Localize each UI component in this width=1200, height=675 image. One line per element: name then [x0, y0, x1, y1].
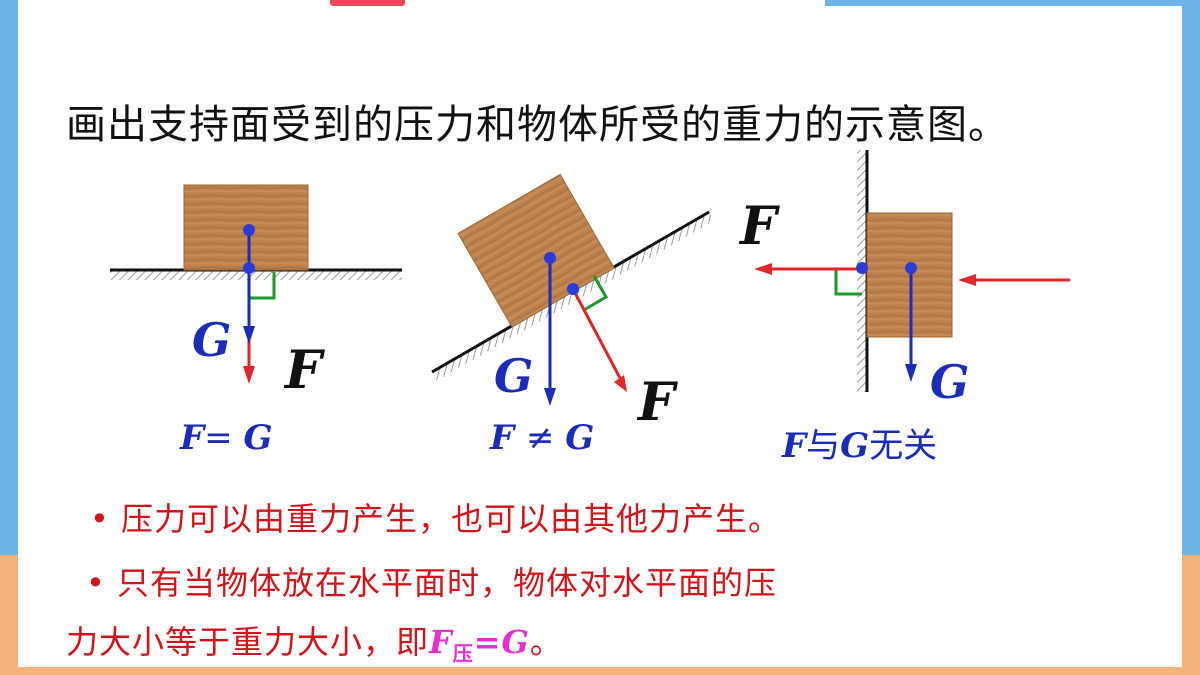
right-border: [1182, 0, 1200, 675]
right-angle-mark: [249, 272, 276, 300]
right-angle-mark-incline: [583, 275, 609, 312]
center-of-gravity-dot: [243, 224, 255, 236]
relation-wall: F与G无关: [782, 426, 938, 466]
pressure-arrow-head: [243, 366, 255, 384]
gravity-arrow-head-wall: [905, 364, 917, 382]
label-f-1: F: [283, 340, 325, 401]
center-dot-wall: [905, 262, 917, 274]
gravity-arrow-head-incline: [544, 388, 556, 406]
ground-hatch: [110, 270, 402, 280]
bullet-2: • 只有当物体放在水平面时，物体对水平面的压: [86, 564, 778, 602]
top-accent-red: [330, 0, 405, 6]
incline-hatch: [432, 212, 715, 381]
left-border: [0, 0, 18, 675]
contact-dot-wall: [856, 262, 868, 274]
center-dot-incline: [544, 252, 556, 264]
label-f-3: F: [738, 196, 780, 257]
label-g-1: G: [192, 313, 231, 367]
bottom-border: [0, 667, 1200, 675]
top-accent-blue: [825, 0, 1185, 6]
diagram-incline: [431, 173, 715, 406]
pressure-arrow-incline: [571, 288, 622, 379]
relation-incline: F ≠ G: [490, 418, 595, 458]
right-angle-mark-wall: [834, 270, 862, 296]
label-f-2: F: [636, 372, 678, 433]
wood-block-incline: [457, 173, 615, 328]
contact-point-dot: [243, 262, 255, 274]
contact-dot-incline: [567, 283, 579, 295]
push-arrow-head: [958, 274, 976, 286]
diagram-wall: [754, 150, 1070, 392]
pressure-arrow-head-incline: [614, 375, 627, 392]
label-g-2: G: [494, 349, 533, 403]
label-g-3: G: [930, 355, 969, 409]
bullet-2-continued: 力大小等于重力大小，即F压=G。: [66, 623, 563, 666]
bullet-1: • 压力可以由重力产生，也可以由其他力产生。: [90, 500, 782, 538]
relation-horizontal: F= G: [180, 418, 273, 458]
gravity-arrow-head: [243, 326, 255, 344]
formula: F压=G: [429, 623, 530, 666]
diagram-horizontal: [110, 184, 402, 384]
slide-title: 画出支持面受到的压力和物体所受的重力的示意图。: [66, 102, 1009, 148]
pressure-arrow-head-wall: [754, 263, 772, 275]
